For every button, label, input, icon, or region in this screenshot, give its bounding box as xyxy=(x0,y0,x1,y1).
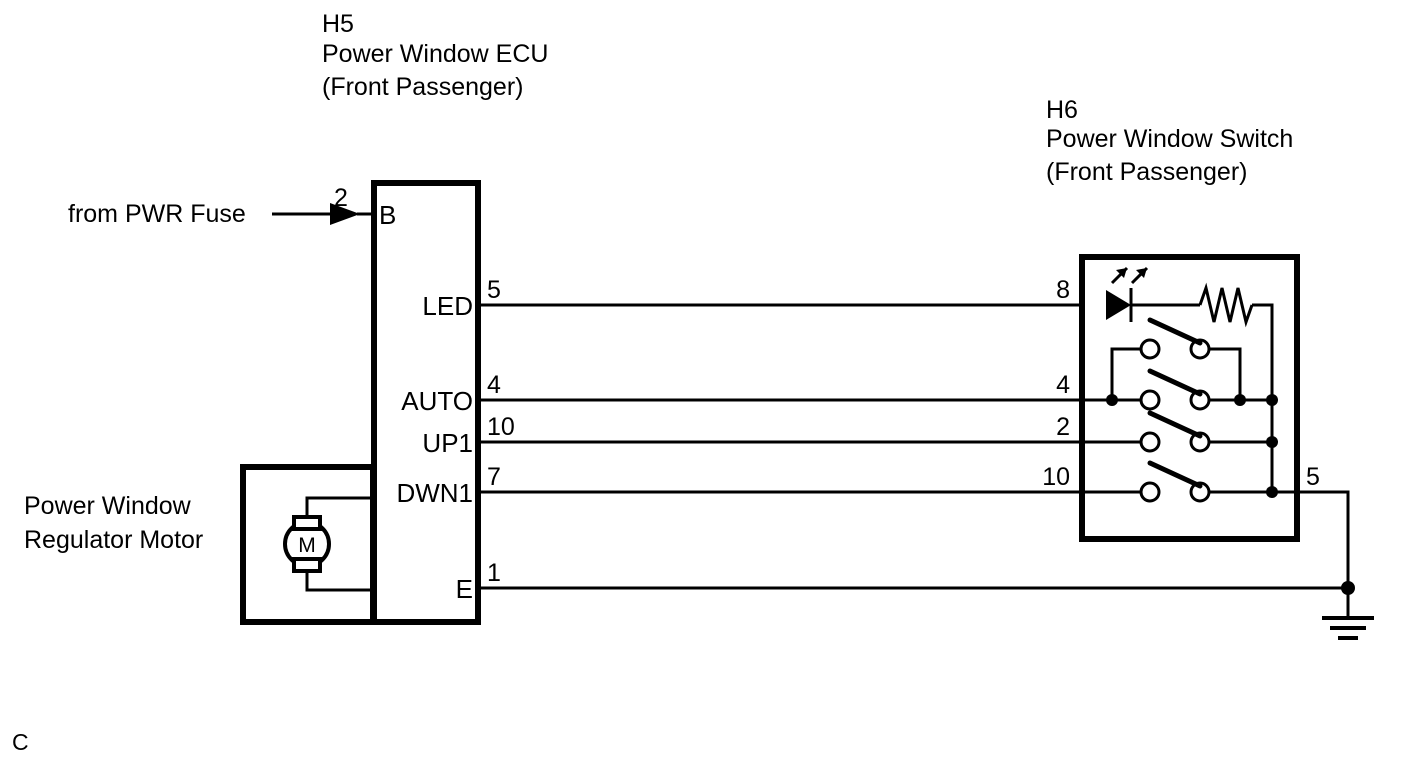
motor-symbol-letter: M xyxy=(298,534,316,557)
earth-ground-icon xyxy=(1322,588,1374,640)
motor-symbol: M xyxy=(283,515,331,573)
contact-3[interactable] xyxy=(1139,410,1211,453)
motor-lead-bottom-wire xyxy=(305,568,371,592)
motor-label-line2: Regulator Motor xyxy=(24,526,203,554)
contact-2[interactable] xyxy=(1139,368,1211,411)
wire-contact-top-right xyxy=(1207,347,1242,400)
source-arrow-icon xyxy=(272,203,360,225)
switch-pin-number-2: 2 xyxy=(1056,413,1070,441)
contact-1[interactable] xyxy=(1139,317,1211,360)
wire-switch-pin5-to-ground xyxy=(1272,490,1350,588)
ecu-terminal-auto: AUTO xyxy=(401,386,473,416)
ecu-terminal-dwn1: DWN1 xyxy=(396,478,473,508)
led-indicator-icon xyxy=(1106,266,1149,322)
motor-label-line1: Power Window xyxy=(24,492,192,520)
resistor-symbol xyxy=(1198,282,1254,328)
ecu-pin-number-b: 2 xyxy=(334,184,348,212)
ecu-terminal-up1: UP1 xyxy=(422,428,473,458)
wire-contact-top-left xyxy=(1110,347,1150,400)
motor-box xyxy=(240,464,376,625)
switch-ref-label: H6 xyxy=(1046,96,1078,124)
junction-dot-bus-up1 xyxy=(1266,436,1278,448)
ecu-terminal-e: E xyxy=(456,574,473,604)
page-corner-mark: C xyxy=(12,729,29,755)
ecu-pin-number-auto: 4 xyxy=(487,371,501,399)
ecu-qualifier-label: (Front Passenger) xyxy=(322,73,523,101)
switch-pin-number-5: 5 xyxy=(1306,463,1320,491)
junction-dot-bus-auto xyxy=(1266,394,1278,406)
ecu-terminal-b: B xyxy=(379,200,396,230)
junction-dot-left-auto xyxy=(1106,394,1118,406)
ecu-pin-number-e: 1 xyxy=(487,559,501,587)
ecu-ref-label: H5 xyxy=(322,10,354,38)
ecu-pin-number-dwn1: 7 xyxy=(487,463,501,491)
switch-qualifier-label: (Front Passenger) xyxy=(1046,158,1247,186)
ecu-terminal-led: LED xyxy=(422,291,473,321)
ecu-name-label: Power Window ECU xyxy=(322,40,548,68)
ecu-pin-number-up1: 10 xyxy=(487,413,515,441)
junction-dot-right-auto xyxy=(1234,394,1246,406)
source-label: from PWR Fuse xyxy=(68,200,246,228)
switch-pin-number-10: 10 xyxy=(1042,463,1070,491)
contact-4[interactable] xyxy=(1139,460,1211,503)
ecu-box xyxy=(371,180,481,625)
switch-pin-number-4: 4 xyxy=(1056,371,1070,399)
wire-common-bus xyxy=(1252,303,1274,492)
motor-lead-top-wire xyxy=(305,496,371,520)
ecu-pin-number-led: 5 xyxy=(487,276,501,304)
switch-pin-number-8: 8 xyxy=(1056,276,1070,304)
switch-name-label: Power Window Switch xyxy=(1046,125,1293,153)
switch-box xyxy=(1079,254,1300,542)
